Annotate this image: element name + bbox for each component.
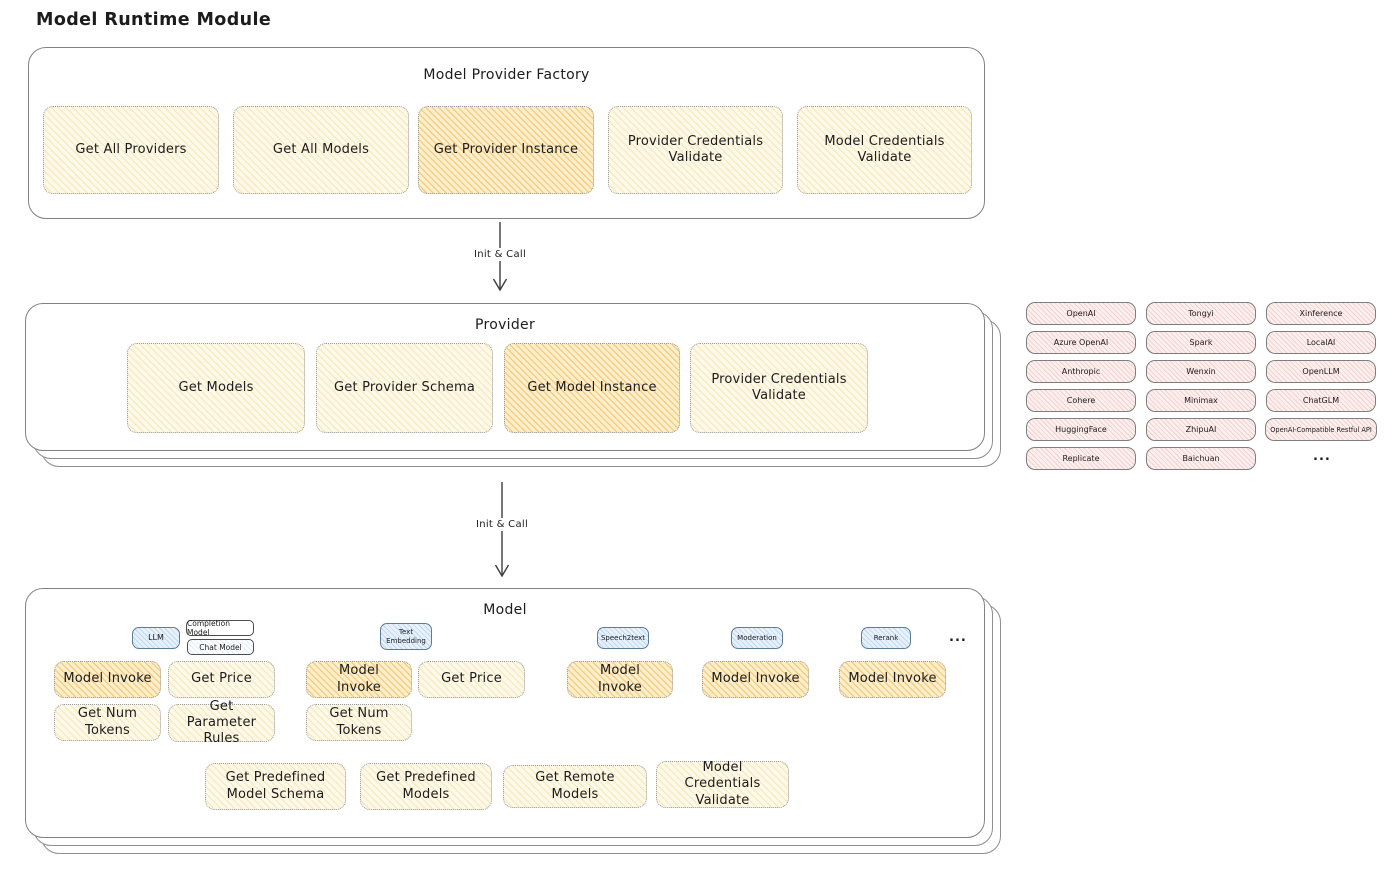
provider-grid-item-wenxin: Wenxin xyxy=(1146,360,1256,383)
provider-op-get-provider-schema: Get Provider Schema xyxy=(316,343,493,433)
arrow-top-head-icon xyxy=(492,278,508,292)
provider-grid-item-minimax: Minimax xyxy=(1146,389,1256,412)
provider-grid-item-spark: Spark xyxy=(1146,331,1256,354)
provider-grid-item-openai-compatible-restful-api: OpenAI-Compatible Restful API xyxy=(1265,418,1377,441)
factory-op-get-all-models: Get All Models xyxy=(233,106,409,194)
provider-grid-item-chatglm: ChatGLM xyxy=(1266,389,1376,412)
model-tag-rerank: Rerank xyxy=(861,627,911,649)
provider-grid-item-huggingface: HuggingFace xyxy=(1026,418,1136,441)
model-op-moderation-model-invoke: Model Invoke xyxy=(702,661,809,698)
provider-grid-item-openllm: OpenLLM xyxy=(1266,360,1376,383)
provider-grid-item-tongyi: Tongyi xyxy=(1146,302,1256,325)
provider-op-get-model-instance: Get Model Instance xyxy=(504,343,680,433)
model-op-rerank-model-invoke: Model Invoke xyxy=(839,661,946,698)
model-op-get-predefined-model-schema: Get Predefined Model Schema xyxy=(205,763,346,810)
provider-grid-more-ellipsis: ... xyxy=(1313,449,1331,464)
model-op-llm-get-price: Get Price xyxy=(168,661,275,698)
model-op-get-predefined-models: Get Predefined Models xyxy=(360,763,492,810)
provider-grid-item-openai: OpenAI xyxy=(1026,302,1136,325)
model-op-llm-get-num-tokens: Get Num Tokens xyxy=(54,704,161,741)
model-tag-moderation: Moderation xyxy=(731,627,783,649)
provider-op-get-models: Get Models xyxy=(127,343,305,433)
provider-grid-item-zhipuai: ZhipuAI xyxy=(1146,418,1256,441)
provider-grid-item-replicate: Replicate xyxy=(1026,447,1136,470)
factory-title: Model Provider Factory xyxy=(423,67,590,83)
provider-grid-item-anthropic: Anthropic xyxy=(1026,360,1136,383)
model-op-emb-model-invoke: Model Invoke xyxy=(306,661,412,698)
provider-grid-item-azure-openai: Azure OpenAI xyxy=(1026,331,1136,354)
model-op-s2t-model-invoke: Model Invoke xyxy=(567,661,673,698)
provider-op-provider-credentials-validate: Provider Credentials Validate xyxy=(690,343,868,433)
model-op-llm-get-parameter-rules: Get Parameter Rules xyxy=(168,699,275,746)
page-title: Model Runtime Module xyxy=(36,10,272,30)
factory-op-provider-credentials-validate: Provider Credentials Validate xyxy=(608,106,783,194)
provider-grid-item-xinference: Xinference xyxy=(1266,302,1376,325)
model-tags-more-ellipsis: ... xyxy=(949,630,967,645)
arrow-bottom-head-icon xyxy=(494,564,510,578)
factory-op-get-all-providers: Get All Providers xyxy=(43,106,219,194)
model-subtag-completion-model: Completion Model xyxy=(186,619,254,637)
provider-grid-item-localai: LocalAI xyxy=(1266,331,1376,354)
factory-op-get-provider-instance: Get Provider Instance xyxy=(418,106,594,194)
provider-grid-item-cohere: Cohere xyxy=(1026,389,1136,412)
factory-op-model-credentials-validate: Model Credentials Validate xyxy=(797,106,972,194)
model-op-emb-get-num-tokens: Get Num Tokens xyxy=(306,704,412,741)
model-title: Model xyxy=(483,602,527,618)
model-subtag-chat-model: Chat Model xyxy=(187,639,254,655)
model-op-llm-model-invoke: Model Invoke xyxy=(54,661,161,698)
provider-title: Provider xyxy=(474,317,536,333)
arrow-label-init-call-top: Init & Call xyxy=(469,248,531,261)
arrow-label-init-call-bottom: Init & Call xyxy=(471,518,533,531)
model-tag-llm: LLM xyxy=(132,627,180,649)
model-tag-speech2text: Speech2text xyxy=(597,627,649,649)
model-op-model-credentials-validate: Model Credentials Validate xyxy=(656,760,789,808)
model-tag-text-embedding: Text Embedding xyxy=(380,623,432,650)
model-op-get-remote-models: Get Remote Models xyxy=(503,765,647,808)
provider-grid-item-baichuan: Baichuan xyxy=(1146,447,1256,470)
model-op-emb-get-price: Get Price xyxy=(418,661,525,698)
